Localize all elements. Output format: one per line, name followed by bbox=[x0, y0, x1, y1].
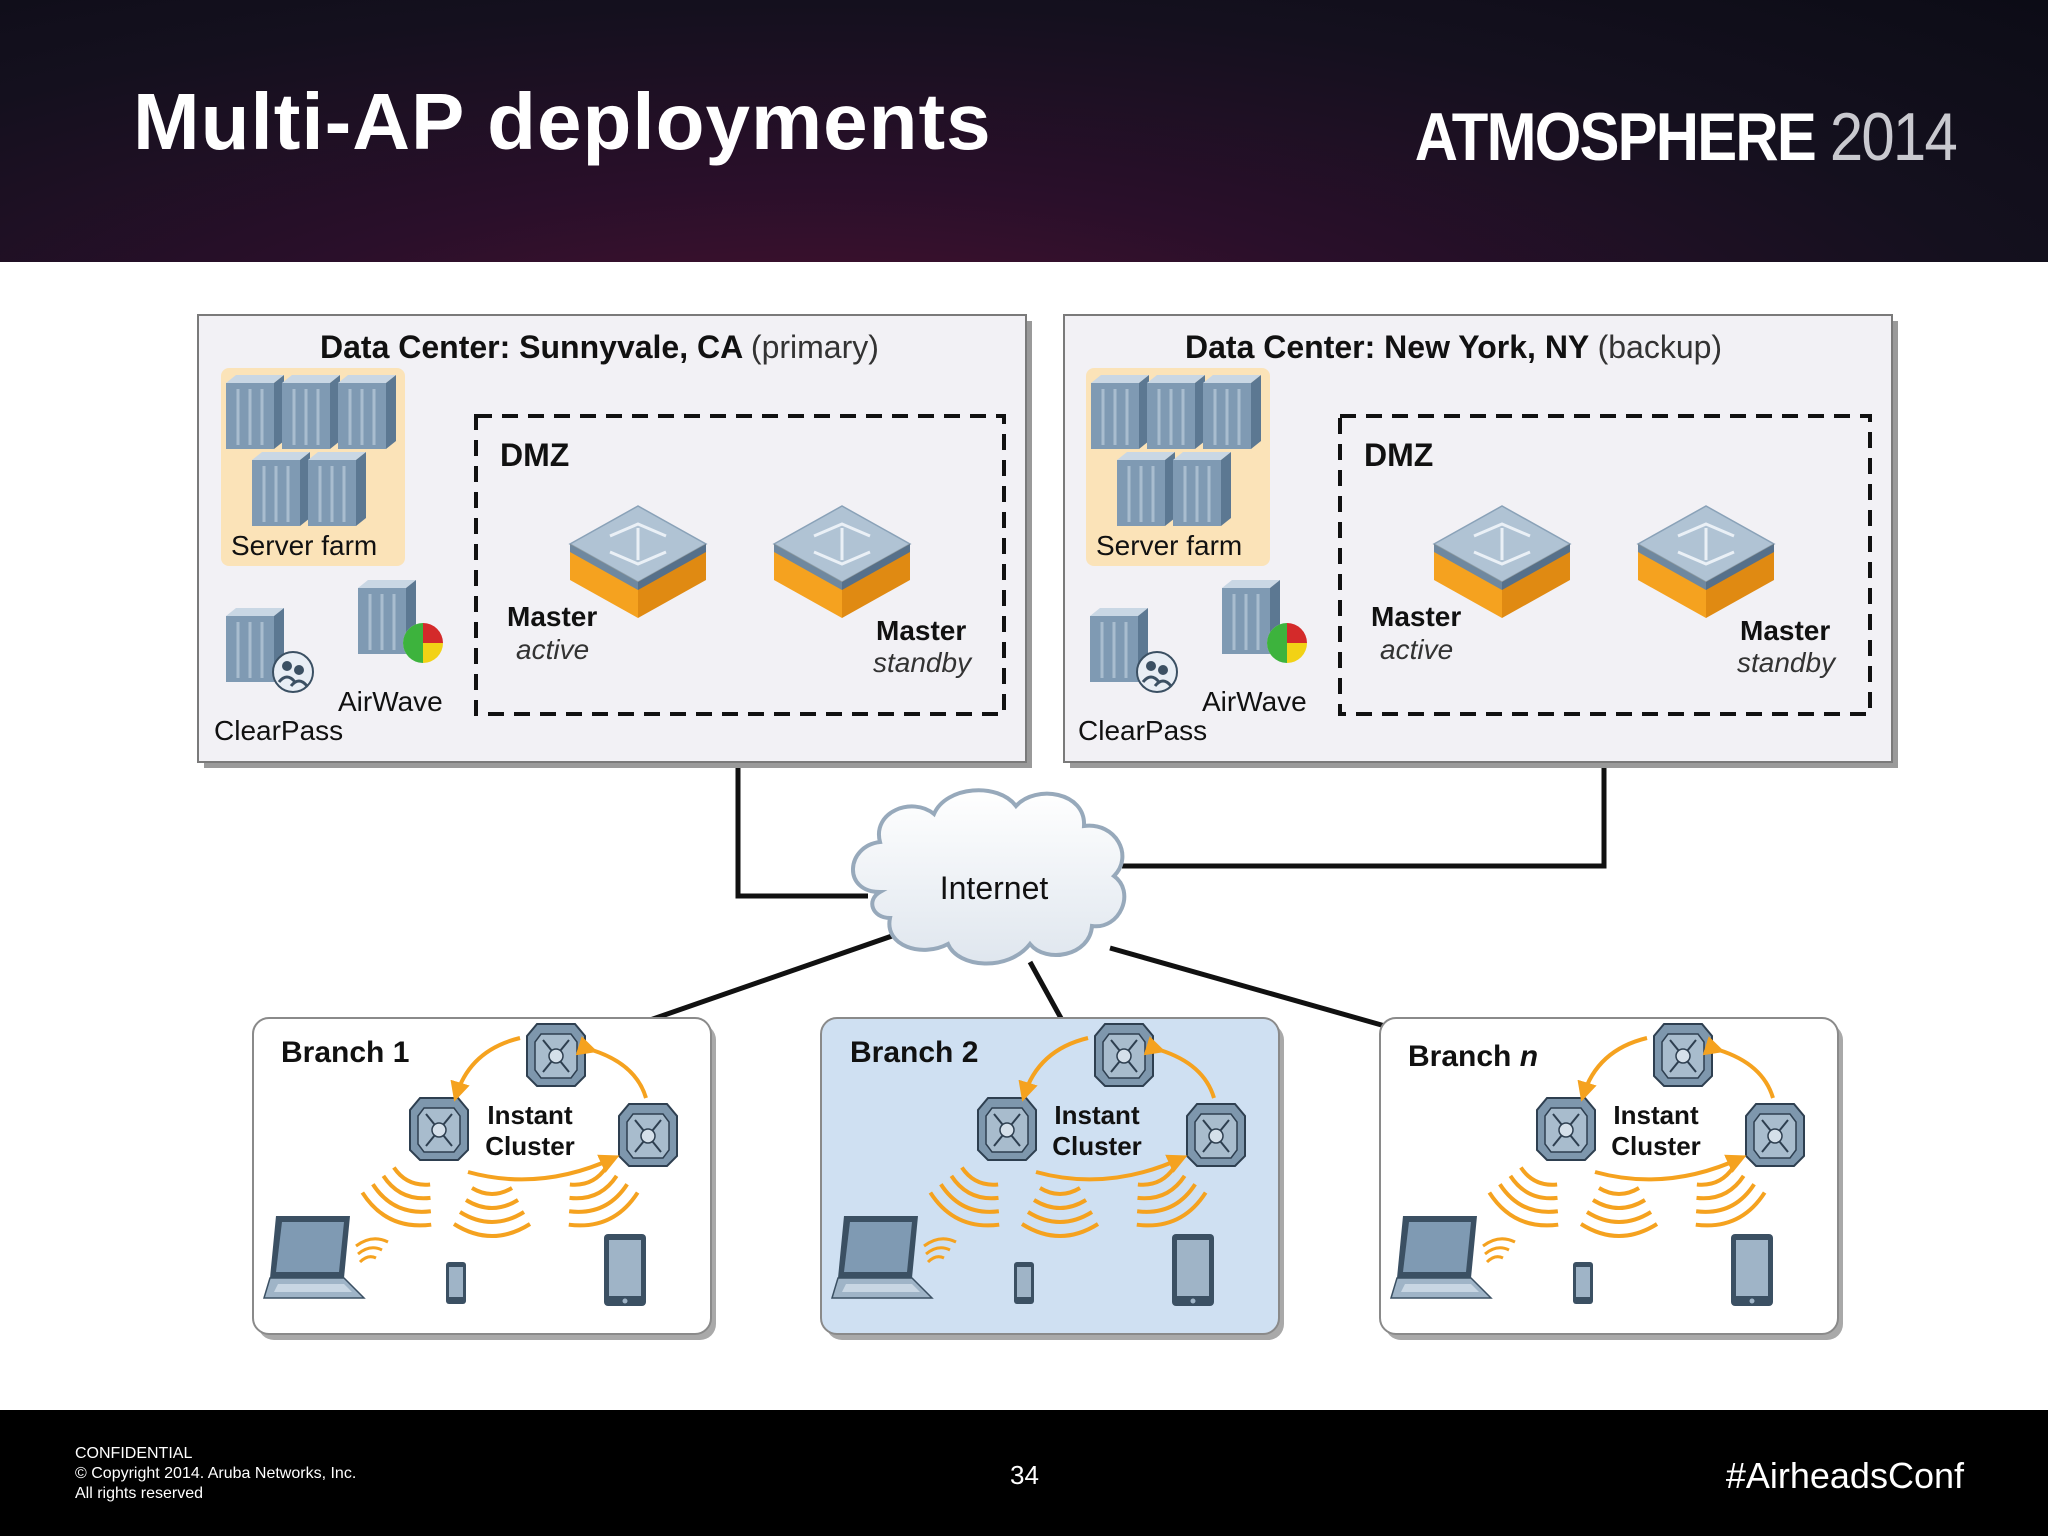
svg-text:Data Center: Sunnyvale, CA: Data Center: Sunnyvale, CA (primary) bbox=[320, 329, 879, 365]
dmz-box bbox=[1338, 414, 1872, 716]
slide-header: Multi-AP deployments ATMOSPHERE 2014 bbox=[0, 0, 2048, 262]
master-active-label: Master bbox=[507, 601, 597, 632]
clearpass-label: ClearPass bbox=[214, 715, 343, 746]
network-diagram: Data Center: Sunnyvale, CA (primary) Ser… bbox=[197, 314, 1898, 1340]
cluster-label-line1: Instant bbox=[1054, 1100, 1140, 1130]
svg-text:Data Center: New York, NY: Data Center: New York, NY (backup) bbox=[1185, 329, 1722, 365]
master-standby-label: Master bbox=[1740, 615, 1830, 646]
access-point-icon bbox=[409, 1097, 469, 1161]
tablet-icon bbox=[604, 1234, 646, 1306]
internet-label: Internet bbox=[940, 870, 1049, 906]
access-point-icon bbox=[1536, 1097, 1596, 1161]
cluster-arrow bbox=[1702, 1036, 1775, 1099]
datacenter-sunnyvale: Data Center: Sunnyvale, CA (primary) Ser… bbox=[197, 314, 1032, 768]
master-active-state: active bbox=[516, 634, 589, 665]
event-logo-name: ATMOSPHERE bbox=[1414, 99, 1817, 175]
dmz-label: DMZ bbox=[500, 437, 569, 473]
airwave-icon bbox=[1220, 578, 1307, 663]
dmz-box bbox=[474, 414, 1006, 716]
access-point-icon bbox=[977, 1097, 1037, 1161]
branch-title: Branch 2 bbox=[850, 1036, 978, 1069]
tablet-icon bbox=[1172, 1234, 1214, 1306]
branch-title: Branch 1 bbox=[281, 1036, 409, 1069]
page-number: 34 bbox=[1010, 1460, 1039, 1490]
dmz-label: DMZ bbox=[1364, 437, 1433, 473]
phone-icon bbox=[1573, 1262, 1593, 1304]
link-internet-branchn bbox=[1109, 945, 1386, 1029]
confidential-notice: CONFIDENTIAL © Copyright 2014. Aruba Net… bbox=[75, 1444, 356, 1504]
datacenter-role: (primary) bbox=[751, 329, 879, 365]
cluster-arrow bbox=[1035, 1154, 1188, 1182]
airwave-label: AirWave bbox=[1202, 686, 1307, 717]
access-point-icon bbox=[1094, 1023, 1154, 1087]
cluster-label-line2: Cluster bbox=[1052, 1131, 1142, 1161]
server-farm-label: Server farm bbox=[1096, 530, 1242, 561]
slide-footer bbox=[0, 1410, 2048, 1536]
event-logo: ATMOSPHERE 2014 bbox=[1414, 98, 1958, 176]
access-point-icon bbox=[526, 1023, 586, 1087]
conference-hashtag: #AirheadsConf bbox=[1725, 1455, 1964, 1496]
clearpass-label: ClearPass bbox=[1078, 715, 1207, 746]
airwave-label: AirWave bbox=[338, 686, 443, 717]
master-standby-state: standby bbox=[1737, 647, 1837, 678]
copyright-text: © Copyright 2014. Aruba Networks, Inc. bbox=[75, 1465, 357, 1482]
cluster-arrow bbox=[450, 1036, 521, 1102]
link-internet-branch2 bbox=[1027, 960, 1065, 1022]
master-standby-state: standby bbox=[873, 647, 973, 678]
access-point-icon bbox=[1653, 1023, 1713, 1087]
airwave-icon bbox=[356, 578, 443, 663]
datacenter-title: Data Center: New York, NY bbox=[1185, 329, 1589, 365]
access-point-icon bbox=[1186, 1103, 1246, 1167]
tablet-icon bbox=[1731, 1234, 1773, 1306]
cluster-label-line1: Instant bbox=[487, 1100, 573, 1130]
branch-2: Branch 2 Instant Cluster bbox=[820, 1017, 1284, 1340]
master-active-state: active bbox=[1380, 634, 1453, 665]
branch-1: Branch 1 Instant Cluster bbox=[252, 1017, 716, 1340]
branch-n: Branch n Instant Cluster bbox=[1379, 1017, 1843, 1340]
cluster-arrow bbox=[1143, 1036, 1216, 1099]
access-point-icon bbox=[618, 1103, 678, 1167]
access-point-icon bbox=[1745, 1103, 1805, 1167]
clearpass-icon bbox=[224, 606, 314, 693]
master-standby-label: Master bbox=[876, 615, 966, 646]
cluster-arrow bbox=[1594, 1154, 1747, 1182]
datacenter-title: Data Center: Sunnyvale, CA bbox=[320, 329, 743, 365]
datacenter-newyork: Data Center: New York, NY (backup) Serve… bbox=[1063, 314, 1898, 768]
internet-cloud: Internet bbox=[851, 788, 1127, 966]
cluster-arrow bbox=[1577, 1036, 1648, 1102]
master-active-label: Master bbox=[1371, 601, 1461, 632]
rights-text: All rights reserved bbox=[75, 1485, 204, 1502]
event-logo-year: 2014 bbox=[1829, 99, 1958, 175]
server-farm-label: Server farm bbox=[231, 530, 377, 561]
slide-title: Multi-AP deployments bbox=[133, 77, 992, 166]
cluster-label-line2: Cluster bbox=[1611, 1131, 1701, 1161]
cluster-arrow bbox=[575, 1036, 648, 1099]
cluster-arrow bbox=[1018, 1036, 1089, 1102]
cluster-label-line2: Cluster bbox=[485, 1131, 575, 1161]
link-internet-branch1 bbox=[649, 933, 893, 1023]
phone-icon bbox=[1014, 1262, 1034, 1304]
cluster-label-line1: Instant bbox=[1613, 1100, 1699, 1130]
clearpass-icon bbox=[1088, 606, 1178, 693]
confidential-label: CONFIDENTIAL bbox=[75, 1445, 193, 1462]
datacenter-role: (backup) bbox=[1598, 329, 1723, 365]
phone-icon bbox=[446, 1262, 466, 1304]
cluster-arrow bbox=[467, 1154, 620, 1182]
branch-title: Branch n bbox=[1408, 1040, 1538, 1073]
